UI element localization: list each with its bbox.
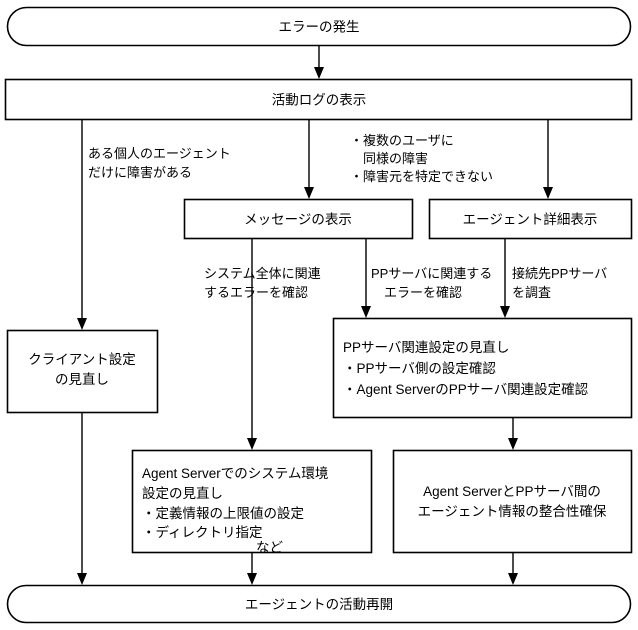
edge-label-individual-agent-fault-line-2: だけに障害がある: [88, 165, 192, 180]
node-resume-agent[interactable]: エージェントの活動再開: [6, 584, 632, 624]
edge-label-system-wide-error: システム全体に関連 するエラーを確認: [204, 266, 321, 300]
node-agent-server-env-line-2: 設定の見直し: [142, 486, 223, 501]
edge-label-system-wide-error-line-1: システム全体に関連: [204, 266, 321, 281]
edge-message-display-to-pp-server-settings: [361, 238, 371, 318]
node-activity-log-shape: [4, 78, 633, 121]
node-pp-server-settings[interactable]: PPサーバ関連設定の見直し ・PPサーバ側の設定確認 ・Agent Server…: [332, 317, 633, 419]
edge-pp-server-settings-to-agent-pp-consistency: [508, 417, 518, 450]
edge-agent-pp-consistency-to-resume-agent: [508, 552, 518, 585]
edge-label-investigate-pp-server: 接続先PPサーバ を調査: [512, 266, 607, 300]
node-agent-server-env[interactable]: Agent Serverでのシステム環境 設定の見直し ・定義情報の上限値の設定…: [131, 449, 373, 556]
node-agent-server-env-line-4: ・ディレクトリ指定: [142, 524, 263, 540]
node-activity-log-label: 活動ログの表示: [272, 93, 367, 108]
node-agent-server-env-line-3: ・定義情報の上限値の設定: [142, 505, 304, 521]
edge-label-investigate-pp-server-line-2: を調査: [512, 285, 551, 300]
node-agent-pp-consistency-line-1: Agent ServerとPPサーバ間の: [423, 484, 601, 499]
node-agent-pp-consistency[interactable]: Agent ServerとPPサーバ間の エージェント情報の整合性確保: [392, 449, 633, 554]
node-agent-detail[interactable]: エージェント詳細表示: [428, 198, 633, 240]
edge-activity-log-to-message-display: [304, 119, 314, 199]
node-agent-pp-consistency-shape: [392, 449, 633, 554]
node-pp-server-settings-line-1: PPサーバ関連設定の見直し: [343, 340, 509, 355]
edge-label-multiple-users-fault: ・複数のユーザに 同様の障害 ・障害元を特定できない: [350, 133, 493, 184]
node-pp-server-settings-shape: [332, 317, 633, 419]
edge-message-display-to-agent-server-env: [247, 238, 257, 450]
node-error-occurrence-label: エラーの発生: [279, 20, 360, 35]
node-resume-agent-label: エージェントの活動再開: [245, 597, 393, 612]
edge-error-to-activity-log: [314, 45, 324, 79]
node-pp-server-settings-line-2: ・PPサーバ側の設定確認: [343, 361, 496, 376]
edge-label-pp-server-error-line-1: PPサーバに関連する: [371, 266, 492, 281]
node-message-display-label: メッセージの表示: [244, 212, 352, 227]
edge-client-settings-to-resume-agent: [77, 412, 87, 585]
node-agent-server-env-line-5: など: [256, 540, 283, 555]
edge-activity-log-to-agent-detail: [543, 119, 553, 199]
node-error-occurrence[interactable]: エラーの発生: [6, 6, 632, 47]
node-pp-server-settings-line-3: ・Agent ServerのPPサーバ関連設定確認: [343, 382, 589, 397]
edge-label-pp-server-error: PPサーバに関連する エラーを確認: [371, 266, 492, 300]
edge-label-multiple-users-fault-line-3: ・障害元を特定できない: [350, 169, 493, 184]
edge-label-individual-agent-fault: ある個人のエージェント だけに障害がある: [88, 146, 231, 180]
node-client-settings-line-1: クライアント設定: [28, 352, 135, 367]
edge-label-multiple-users-fault-line-2: 同様の障害: [350, 151, 428, 166]
node-agent-server-env-line-1: Agent Serverでのシステム環境: [142, 466, 328, 481]
edge-label-investigate-pp-server-line-1: 接続先PPサーバ: [512, 266, 607, 281]
edge-agent-detail-to-pp-server-settings: [500, 238, 510, 318]
node-client-settings-line-2: の見直し: [55, 372, 109, 387]
edge-activity-log-to-client-settings: [77, 119, 87, 330]
edge-label-multiple-users-fault-line-1: ・複数のユーザに: [350, 133, 454, 148]
edge-label-pp-server-error-line-2: エラーを確認: [371, 285, 462, 300]
node-message-display-shape: [183, 198, 414, 240]
node-client-settings[interactable]: クライアント設定 の見直し: [6, 329, 159, 414]
node-agent-pp-consistency-line-2: エージェント情報の整合性確保: [418, 504, 607, 519]
edge-agent-server-env-to-resume-agent: [247, 552, 257, 585]
node-resume-agent-shape: [6, 584, 632, 624]
edge-label-individual-agent-fault-line-1: ある個人のエージェント: [88, 146, 231, 161]
node-agent-detail-shape: [428, 198, 633, 240]
edge-label-system-wide-error-line-2: するエラーを確認: [204, 285, 308, 300]
node-message-display[interactable]: メッセージの表示: [183, 198, 414, 240]
node-agent-detail-label: エージェント詳細表示: [463, 212, 598, 227]
node-activity-log[interactable]: 活動ログの表示: [4, 78, 633, 121]
